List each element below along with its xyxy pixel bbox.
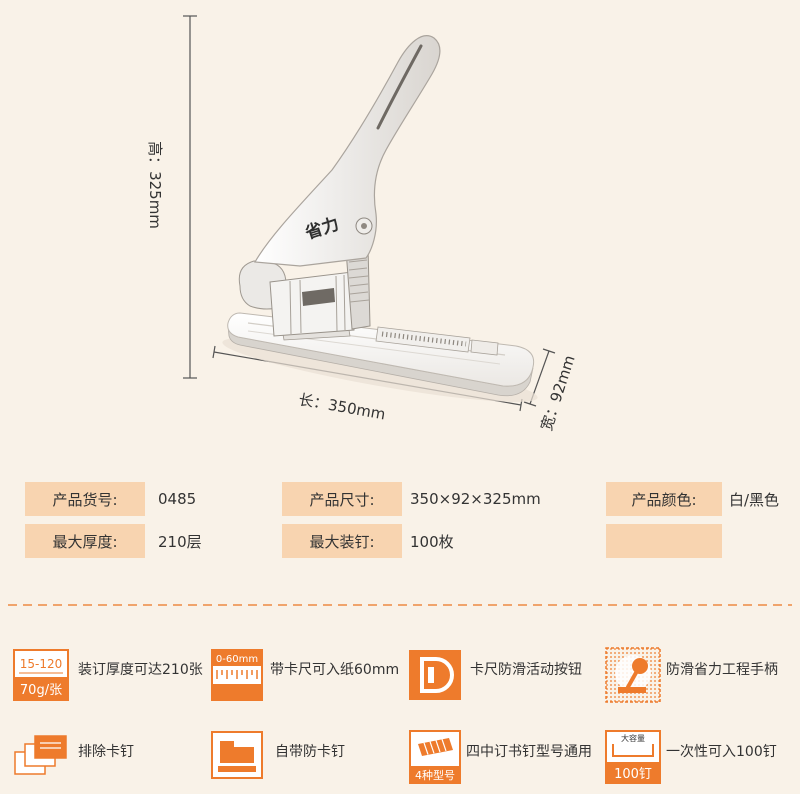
feature-label-slide-button: 卡尺防滑活动按钮 xyxy=(470,662,582,678)
staple-types-text: 4种型号 xyxy=(415,768,455,782)
paper-stack-icon xyxy=(13,731,69,779)
column-spring xyxy=(348,259,370,303)
spec-value-item-number: 0485 xyxy=(158,490,197,508)
spec-label-empty xyxy=(606,524,722,558)
feature-label-anti-jam: 自带防卡钉 xyxy=(275,744,345,760)
spec-value-color: 白/黑色 xyxy=(729,490,780,509)
width-tick-bottom xyxy=(523,401,537,407)
feature-label-staple-types: 四中订书钉型号通用 xyxy=(466,744,592,760)
stapler-handle xyxy=(254,35,441,267)
spec-label-item-number: 产品货号: xyxy=(25,482,145,516)
feature-label-thickness: 装订厚度可达210张 xyxy=(78,662,203,678)
thickness-range-text: 15-120 xyxy=(20,657,63,671)
feature-label-clear-jam: 排除卡钉 xyxy=(78,744,134,760)
dashed-divider xyxy=(8,604,792,606)
spec-label-color: 产品颜色: xyxy=(606,482,722,516)
base-guide-block xyxy=(470,339,499,356)
feature-label-ruler: 带卡尺可入纸60mm xyxy=(270,662,400,678)
staples-icon: 4种型号 xyxy=(409,730,461,784)
capacity-tag-text: 大容量 xyxy=(621,733,645,743)
feature-label-lever-handle: 防滑省力工程手柄 xyxy=(666,662,778,678)
spec-label-max-thickness: 最大厚度: xyxy=(25,524,145,558)
spec-value-max-staples: 100枚 xyxy=(410,532,454,551)
width-tick-top xyxy=(542,348,556,354)
spec-label-size: 产品尺寸: xyxy=(282,482,402,516)
staple-magazine-slot xyxy=(302,288,335,306)
anti-jam-icon xyxy=(211,731,263,779)
handle-pivot-center xyxy=(361,223,367,229)
spec-label-max-staples: 最大装钉: xyxy=(282,524,402,558)
base-ruler xyxy=(375,326,471,353)
length-tick-left xyxy=(212,345,216,359)
length-label: 长：350mm xyxy=(297,391,387,424)
spec-value-max-thickness: 210层 xyxy=(158,532,202,551)
spec-value-size: 350×92×325mm xyxy=(410,490,541,508)
capacity-icon: 大容量 100钉 xyxy=(605,730,661,784)
ruler-ticks xyxy=(381,331,467,347)
paper-thickness-icon: 15-120 70g/张 xyxy=(13,649,69,701)
slide-button-icon xyxy=(409,650,461,700)
capacity-count-text: 100钉 xyxy=(614,767,652,782)
height-label: 高：325mm xyxy=(146,141,164,229)
feature-label-capacity: 一次性可入100钉 xyxy=(666,744,777,760)
lever-handle-icon xyxy=(605,647,661,703)
head-plate-lines xyxy=(289,274,346,335)
ruler-range-text: 0-60mm xyxy=(216,654,258,665)
ruler-icon: 0-60mm xyxy=(211,649,263,701)
stapler-illustration: 省力 xyxy=(222,35,538,402)
paper-weight-text: 70g/张 xyxy=(20,683,62,698)
handle-edge xyxy=(376,44,423,130)
product-illustration: 高：325mm 长：350mm 宽：92mm 省力 xyxy=(146,15,579,433)
